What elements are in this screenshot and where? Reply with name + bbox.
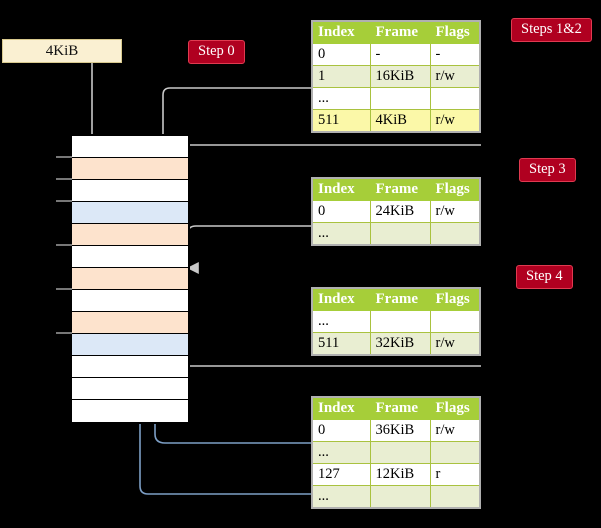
cell-flags: r/w <box>429 109 481 133</box>
cell-index: 0 <box>311 200 371 223</box>
table-row[interactable]: ... <box>311 441 481 464</box>
column-header-index: Index <box>311 177 371 201</box>
cell-index: ... <box>311 222 371 246</box>
cell-frame <box>369 222 431 246</box>
memory-frame-row <box>72 356 188 378</box>
memory-frame-row <box>72 202 188 224</box>
cell-flags: r/w <box>429 419 481 442</box>
cell-index: 1 <box>311 65 371 88</box>
memory-frame-row <box>72 180 188 202</box>
cell-frame <box>369 87 431 110</box>
memory-frame-tick <box>56 200 72 202</box>
cell-flags <box>429 87 481 110</box>
column-header-frame: Frame <box>369 287 431 311</box>
cell-flags: r <box>429 463 481 486</box>
column-header-frame: Frame <box>369 396 431 420</box>
column-header-flags: Flags <box>429 287 481 311</box>
memory-frame-row <box>72 378 188 400</box>
cell-frame <box>369 310 431 333</box>
cell-frame: 32KiB <box>369 332 431 356</box>
table-row[interactable]: ... <box>311 485 481 509</box>
badge-step0: Step 0 <box>188 40 245 64</box>
memory-frame-row <box>72 136 188 158</box>
column-header-frame: Frame <box>369 20 431 44</box>
virtual-address-box: 4KiB <box>2 39 122 63</box>
cell-flags <box>429 222 481 246</box>
cell-index: 127 <box>311 463 371 486</box>
column-header-index: Index <box>311 287 371 311</box>
badge-step0-label: Step 0 <box>198 43 235 59</box>
badge-step3-label: Step 3 <box>529 161 566 177</box>
column-header-frame: Frame <box>369 177 431 201</box>
cell-flags: r/w <box>429 65 481 88</box>
column-header-flags: Flags <box>429 20 481 44</box>
cell-frame: 4KiB <box>369 109 431 133</box>
column-header-flags: Flags <box>429 177 481 201</box>
cell-frame: - <box>369 43 431 66</box>
cell-flags: - <box>429 43 481 66</box>
memory-frame-tick <box>56 244 72 246</box>
cell-frame <box>369 441 431 464</box>
cell-frame: 12KiB <box>369 463 431 486</box>
memory-frame-tick <box>56 156 72 158</box>
badge-step4-label: Step 4 <box>526 268 563 284</box>
memory-frame-row <box>72 312 188 334</box>
cell-index: 511 <box>311 109 371 133</box>
cell-flags <box>429 485 481 509</box>
memory-frame-row <box>72 290 188 312</box>
memory-frame-row <box>72 334 188 356</box>
badge-step3: Step 3 <box>519 158 576 182</box>
table-row[interactable]: 0-- <box>311 43 481 66</box>
badge-steps-1-and-2-label: Steps 1&2 <box>521 21 582 37</box>
table-row[interactable]: ... <box>311 222 481 246</box>
memory-frame-row <box>72 400 188 422</box>
column-header-index: Index <box>311 396 371 420</box>
memory-frame-row <box>72 246 188 268</box>
cell-index: 0 <box>311 43 371 66</box>
virtual-address-label: 4KiB <box>45 43 79 59</box>
cell-index: ... <box>311 310 371 333</box>
memory-frame-tick <box>56 288 72 290</box>
badge-steps-1-and-2: Steps 1&2 <box>511 18 592 42</box>
cell-index: 511 <box>311 332 371 356</box>
physical-memory-column <box>70 134 190 424</box>
memory-frame-tick <box>56 178 72 180</box>
cell-flags <box>429 441 481 464</box>
table-row[interactable]: ... <box>311 310 481 333</box>
memory-frame-row <box>72 158 188 180</box>
memory-frame-row <box>72 268 188 290</box>
cell-frame <box>369 485 431 509</box>
column-header-flags: Flags <box>429 396 481 420</box>
cell-frame: 36KiB <box>369 419 431 442</box>
memory-frame-row <box>72 224 188 246</box>
cell-frame: 24KiB <box>369 200 431 223</box>
cell-index: 0 <box>311 419 371 442</box>
badge-step4: Step 4 <box>516 265 573 289</box>
cell-flags <box>429 310 481 333</box>
cell-index: ... <box>311 485 371 509</box>
cell-frame: 16KiB <box>369 65 431 88</box>
memory-frame-tick <box>56 332 72 334</box>
column-header-index: Index <box>311 20 371 44</box>
cell-index: ... <box>311 87 371 110</box>
cell-flags: r/w <box>429 200 481 223</box>
table-row[interactable]: ... <box>311 87 481 110</box>
cell-flags: r/w <box>429 332 481 356</box>
cell-index: ... <box>311 441 371 464</box>
